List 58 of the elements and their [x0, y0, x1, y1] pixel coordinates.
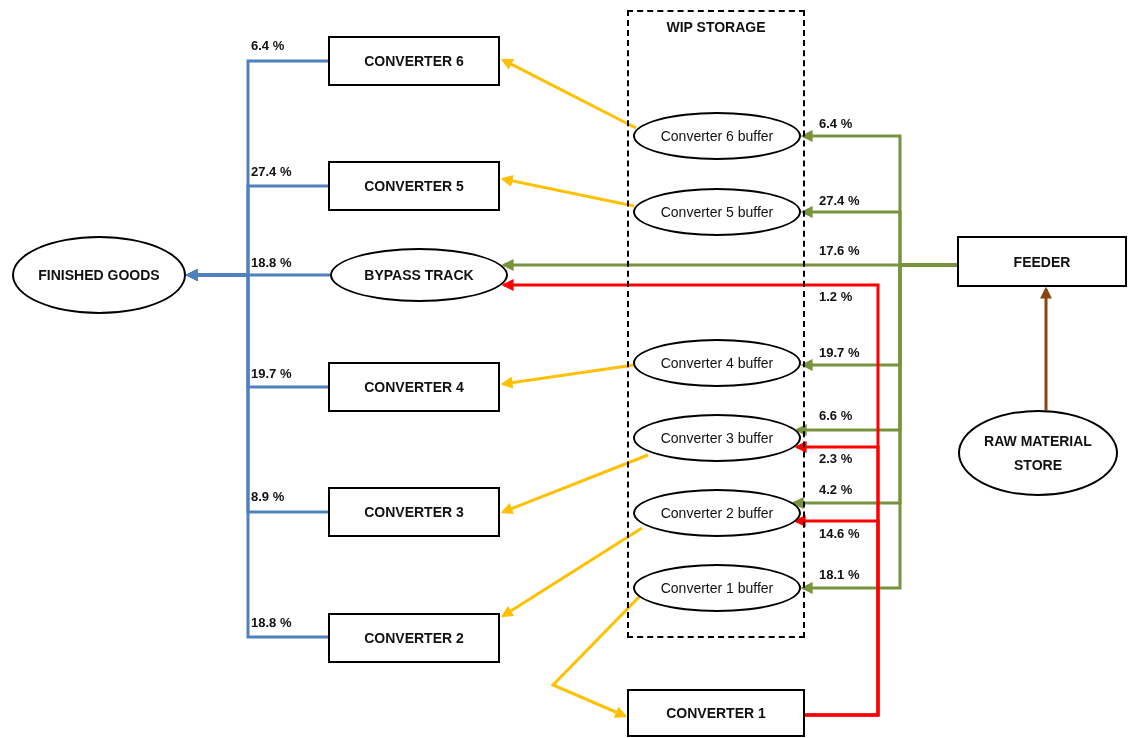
process-box [627, 689, 805, 737]
node-label: RAW MATERIAL STORE [983, 432, 1093, 475]
edge-label: 6.4 % [818, 116, 854, 131]
node-label: FEEDER [1013, 252, 1071, 272]
arrow [500, 58, 637, 130]
ellipse-node [633, 564, 801, 612]
node-label: CONVERTER 3 [364, 503, 464, 522]
node-label: FINISHED GOODS [38, 266, 160, 285]
edge-label: 1.2 % [818, 289, 854, 304]
node-label: Converter 1 buffer [660, 579, 774, 598]
edge-label: 8.9 % [250, 489, 286, 504]
edge-label: 27.4 % [818, 193, 861, 208]
process-box [328, 362, 500, 412]
node-label: Converter 6 buffer [660, 127, 774, 146]
ellipse-node [330, 248, 508, 302]
node-label: CONVERTER 1 [666, 704, 766, 723]
node-label: CONVERTER 4 [364, 378, 464, 397]
ellipse-node [633, 112, 801, 160]
node-label: Converter 3 buffer [660, 429, 774, 448]
arrow [185, 269, 328, 639]
arrow [500, 363, 635, 389]
edge-label: 2.3 % [818, 451, 854, 466]
process-box [328, 487, 500, 537]
ellipse-node [633, 188, 801, 236]
arrow [500, 526, 643, 618]
arrow [500, 453, 649, 515]
node-label: BYPASS TRACK [364, 266, 474, 285]
edge-label: 19.7 % [250, 366, 293, 381]
node-label: CONVERTER 2 [364, 629, 464, 648]
edge-label: 14.6 % [818, 526, 861, 541]
edge-label: 18.8 % [250, 255, 293, 270]
arrow [793, 515, 880, 717]
process-box [328, 613, 500, 663]
storage-area [627, 10, 805, 638]
arrow [800, 263, 957, 594]
process-box [328, 36, 500, 86]
edge-label: 4.2 % [818, 482, 854, 497]
process-box [328, 161, 500, 211]
node-label: Converter 5 buffer [660, 203, 774, 222]
edge-label: 17.6 % [818, 243, 861, 258]
ellipse-node [633, 339, 801, 387]
ellipse-node [633, 489, 801, 537]
node-label: CONVERTER 5 [364, 177, 464, 196]
ellipse-node [633, 414, 801, 462]
edge-label: 19.7 % [818, 345, 861, 360]
edge-label: 18.8 % [250, 615, 293, 630]
arrow [550, 594, 642, 718]
edge-label: 18.1 % [818, 567, 861, 582]
arrow [1040, 286, 1052, 410]
edge-label: 6.4 % [250, 38, 286, 53]
node-label: CONVERTER 6 [364, 52, 464, 71]
node-label: Converter 4 buffer [660, 354, 774, 373]
process-box [957, 236, 1127, 287]
edge-label: 27.4 % [250, 164, 293, 179]
arrow [500, 175, 635, 208]
area-title: WIP STORAGE [666, 18, 766, 37]
node-label: Converter 2 buffer [660, 504, 774, 523]
edge-label: 6.6 % [818, 408, 854, 423]
